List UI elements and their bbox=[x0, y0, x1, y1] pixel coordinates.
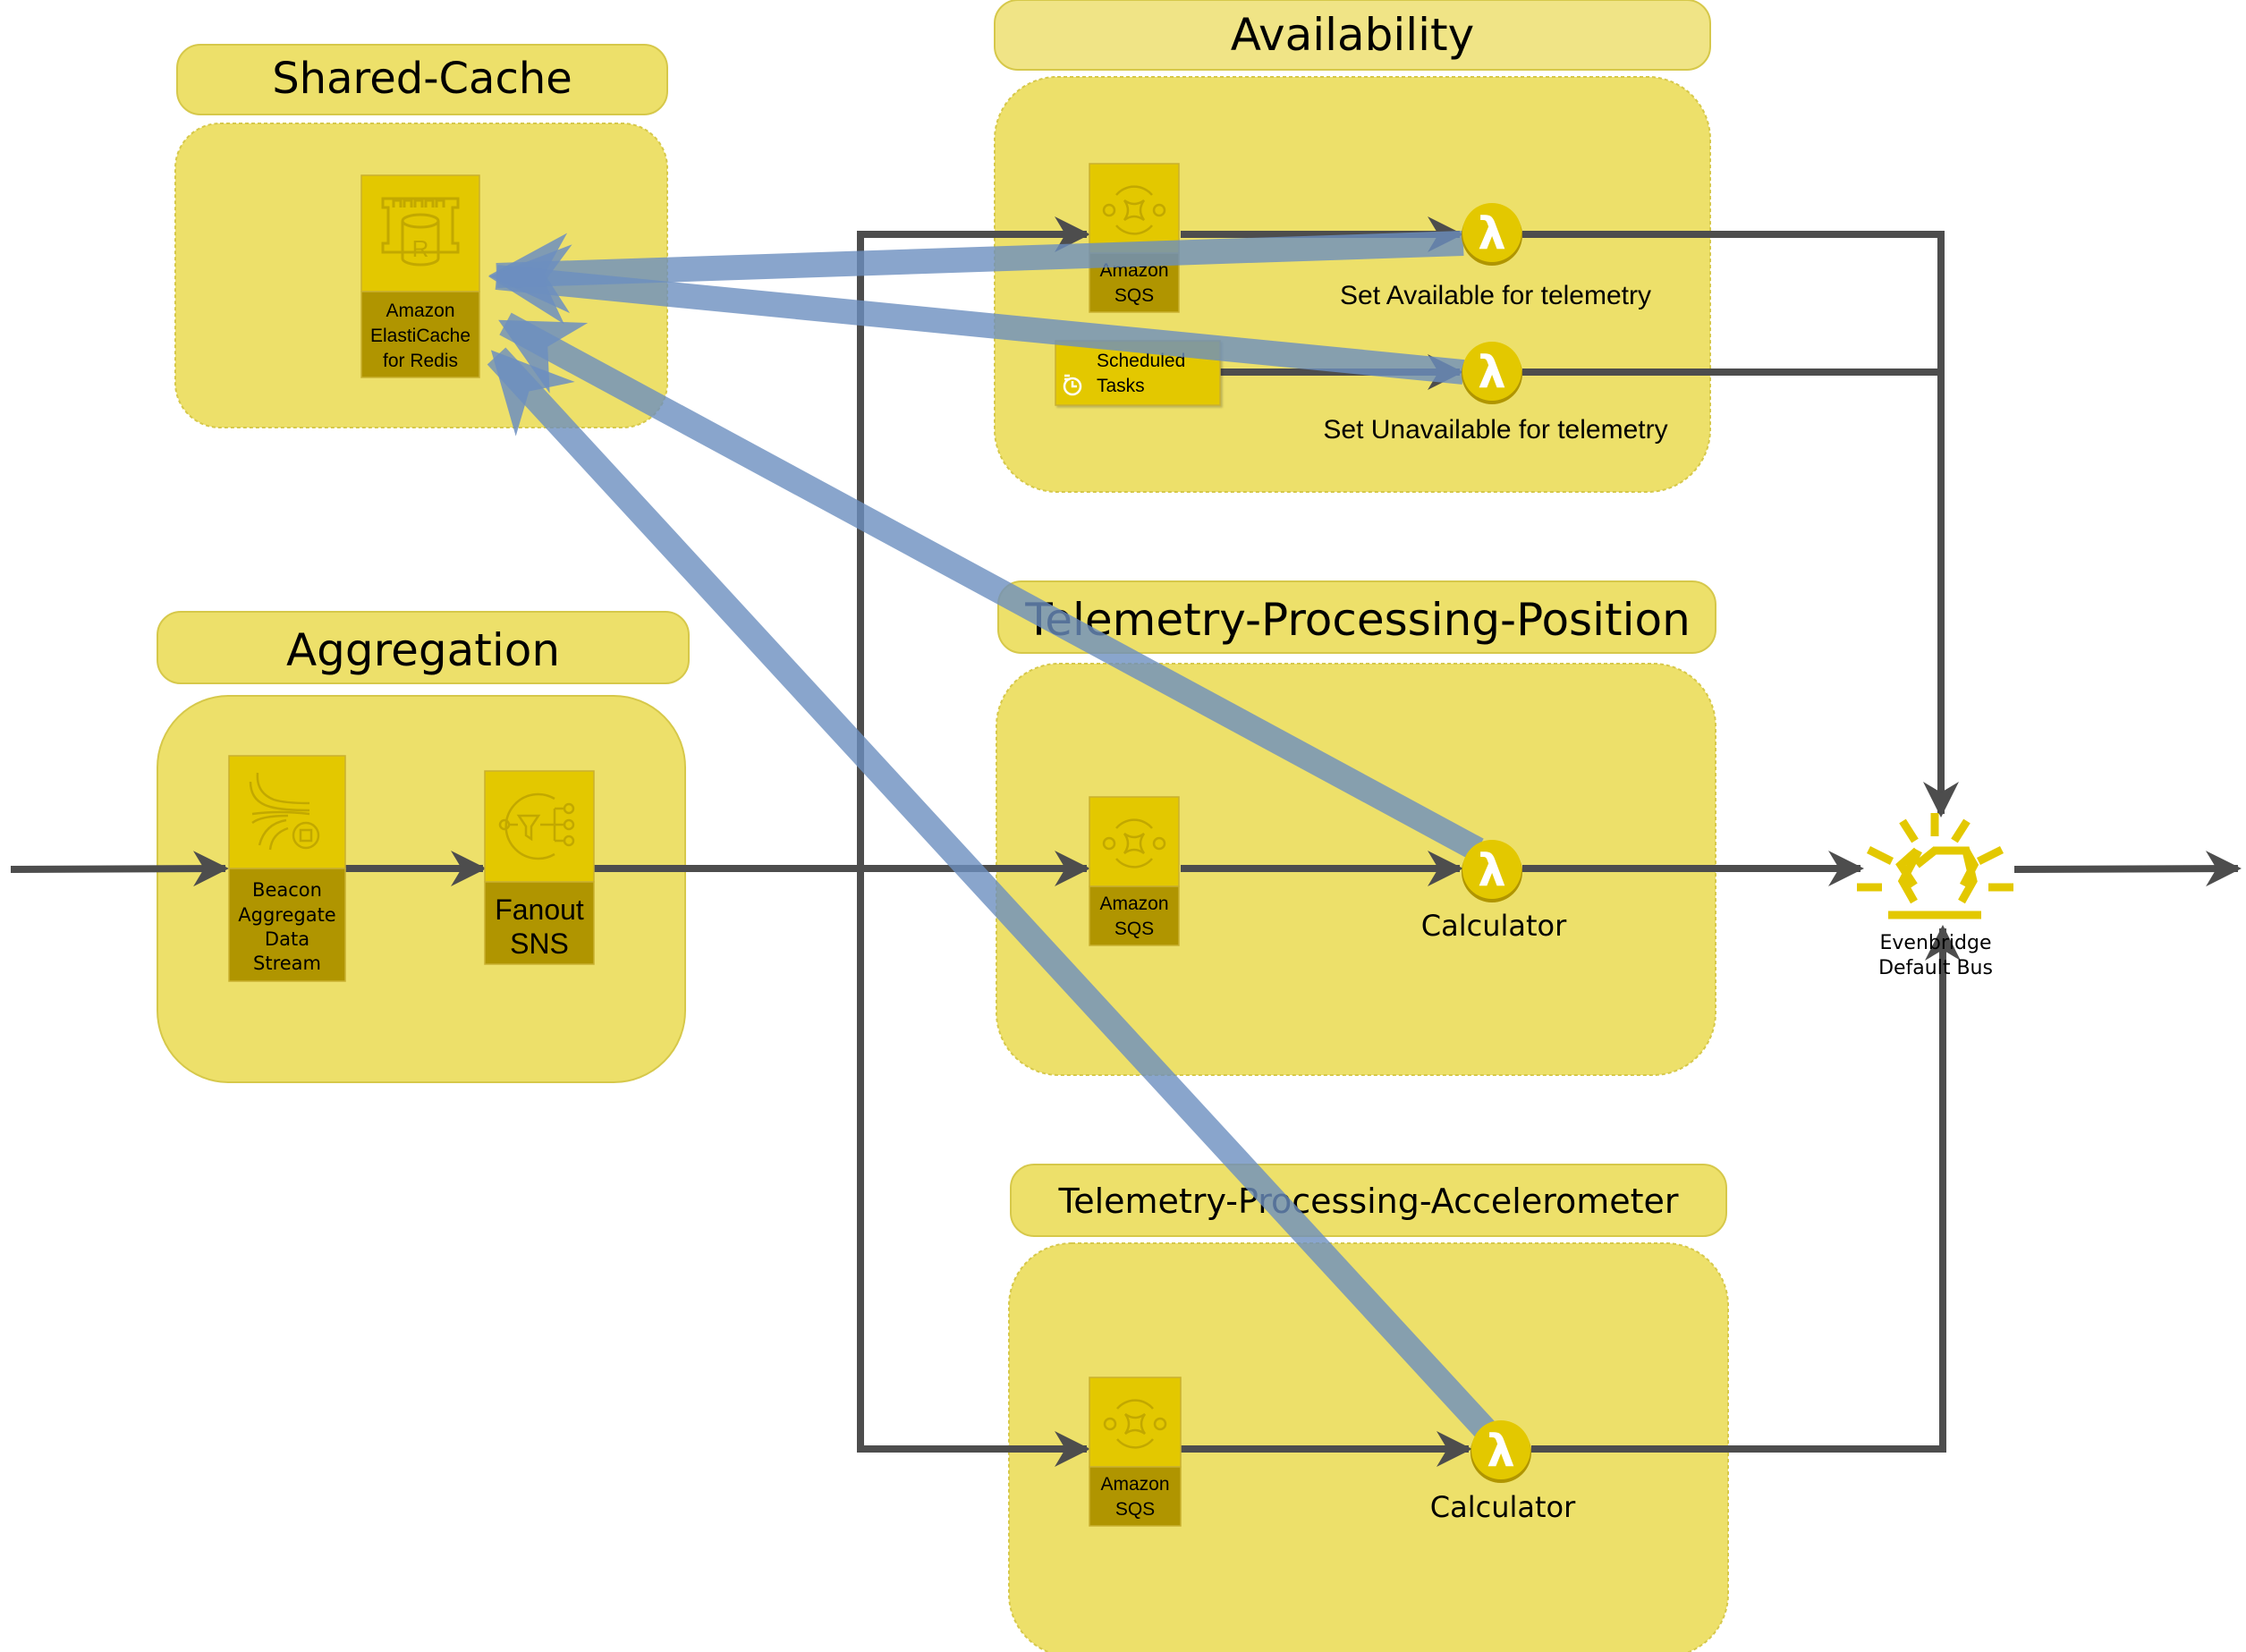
accel-sqs-label-1: Amazon bbox=[1100, 1474, 1169, 1495]
lambda-icon bbox=[1462, 840, 1521, 899]
edge-eventbridge-to-output[interactable] bbox=[2013, 851, 2242, 887]
elasticache-redis-icon: R bbox=[381, 197, 460, 267]
node-set-unavailable[interactable]: λ Set Unavailable for telemetry bbox=[1323, 342, 1668, 445]
lambda-glyph: λ bbox=[1487, 1425, 1515, 1477]
accel-sqs-label-2: SQS bbox=[1115, 1499, 1155, 1520]
edge-accel-calculator-to-eventbridge[interactable] bbox=[1531, 925, 1961, 1453]
cache-link-accel-calculator[interactable] bbox=[487, 347, 1496, 1440]
fanout-sns-label-2: SNS bbox=[510, 928, 569, 960]
node-accel-sqs[interactable]: Amazon SQS bbox=[1089, 1377, 1182, 1527]
lambda-glyph: λ bbox=[1478, 346, 1506, 398]
node-availability-sqs[interactable]: Amazon SQS bbox=[1089, 163, 1180, 313]
node-elasticache[interactable]: R Amazon ElastiCache for Redis bbox=[360, 174, 480, 378]
lambda-glyph: λ bbox=[1478, 208, 1506, 259]
cache-links bbox=[487, 231, 1496, 1440]
position-sqs-label-2: SQS bbox=[1115, 919, 1154, 939]
eventbridge-label-2: Default Bus bbox=[1878, 957, 1993, 979]
sqs-icon bbox=[1103, 1399, 1167, 1449]
fanout-sns-label-1: Fanout bbox=[495, 894, 584, 926]
group-availability-title-bar bbox=[994, 0, 1711, 71]
elasticache-label-3: for Redis bbox=[383, 351, 458, 371]
node-set-available[interactable]: λ Set Available for telemetry bbox=[1340, 203, 1651, 310]
set-available-label: Set Available for telemetry bbox=[1340, 281, 1651, 310]
sns-icon bbox=[498, 792, 575, 860]
cache-link-set-unavailable[interactable] bbox=[488, 244, 1465, 385]
set-unavailable-label: Set Unavailable for telemetry bbox=[1323, 415, 1667, 445]
elasticache-label-1: Amazon bbox=[386, 301, 454, 321]
eventbridge-label-1: Evenbridge bbox=[1880, 932, 1992, 954]
cache-link-position-calculator[interactable] bbox=[498, 312, 1484, 861]
group-telemetry-accelerometer-title-bar bbox=[1010, 1164, 1727, 1237]
group-shared-cache-title-bar bbox=[176, 44, 668, 115]
kinesis-data-streams-icon bbox=[249, 772, 320, 851]
edge-input-to-kinesis[interactable] bbox=[10, 851, 229, 887]
group-telemetry-accelerometer-title: Telemetry-Processing-Accelerometer bbox=[1057, 1182, 1678, 1221]
node-fanout-sns[interactable]: Fanout SNS bbox=[484, 770, 595, 965]
group-shared-cache-title: Shared-Cache bbox=[272, 54, 572, 104]
elasticache-label-2: ElastiCache bbox=[370, 326, 470, 346]
edge-sns-to-accel-sqs[interactable] bbox=[857, 868, 1090, 1467]
position-sqs-label-1: Amazon bbox=[1099, 894, 1168, 914]
group-aggregation-title-bar bbox=[157, 611, 690, 684]
connectors bbox=[10, 216, 2242, 1467]
cache-link-set-available[interactable] bbox=[488, 231, 1464, 314]
kinesis-label-2: Aggregate bbox=[238, 904, 335, 926]
group-availability-title: Availability bbox=[1231, 9, 1475, 61]
kinesis-label-4: Stream bbox=[253, 953, 321, 974]
node-position-sqs[interactable]: Amazon SQS bbox=[1089, 796, 1180, 946]
svg-text:R: R bbox=[412, 235, 429, 262]
lambda-glyph: λ bbox=[1478, 844, 1506, 896]
node-position-calculator[interactable]: λ Calculator bbox=[1421, 840, 1567, 943]
eventbridge-icon bbox=[1857, 813, 2013, 919]
scheduled-tasks-label-1: Scheduled bbox=[1097, 351, 1185, 371]
position-calculator-label: Calculator bbox=[1421, 909, 1567, 943]
group-telemetry-position-title: Telemetry-Processing-Position bbox=[1024, 594, 1691, 646]
group-aggregation-title: Aggregation bbox=[286, 624, 560, 676]
node-eventbridge[interactable]: Evenbridge Default Bus bbox=[1857, 813, 2013, 979]
kinesis-label-1: Beacon bbox=[252, 879, 322, 901]
edge-sns-to-availability-sqs[interactable] bbox=[857, 216, 1090, 868]
lambda-icon bbox=[1462, 342, 1521, 401]
group-telemetry-position-title-bar bbox=[997, 580, 1716, 654]
lambda-icon bbox=[1462, 203, 1521, 262]
kinesis-label-3: Data bbox=[265, 928, 309, 950]
sqs-icon bbox=[1102, 185, 1166, 235]
node-accel-calculator[interactable]: λ Calculator bbox=[1430, 1420, 1576, 1524]
edge-set-available-to-eventbridge[interactable] bbox=[1522, 231, 1959, 818]
availability-sqs-label-2: SQS bbox=[1115, 285, 1154, 306]
sqs-icon bbox=[1102, 818, 1166, 868]
lambda-icon bbox=[1471, 1420, 1530, 1479]
scheduled-tasks-label-2: Tasks bbox=[1097, 376, 1145, 396]
accel-calculator-label: Calculator bbox=[1430, 1490, 1576, 1524]
node-kinesis[interactable]: Beacon Aggregate Data Stream bbox=[228, 755, 346, 982]
scheduled-tasks-icon bbox=[1063, 374, 1082, 396]
